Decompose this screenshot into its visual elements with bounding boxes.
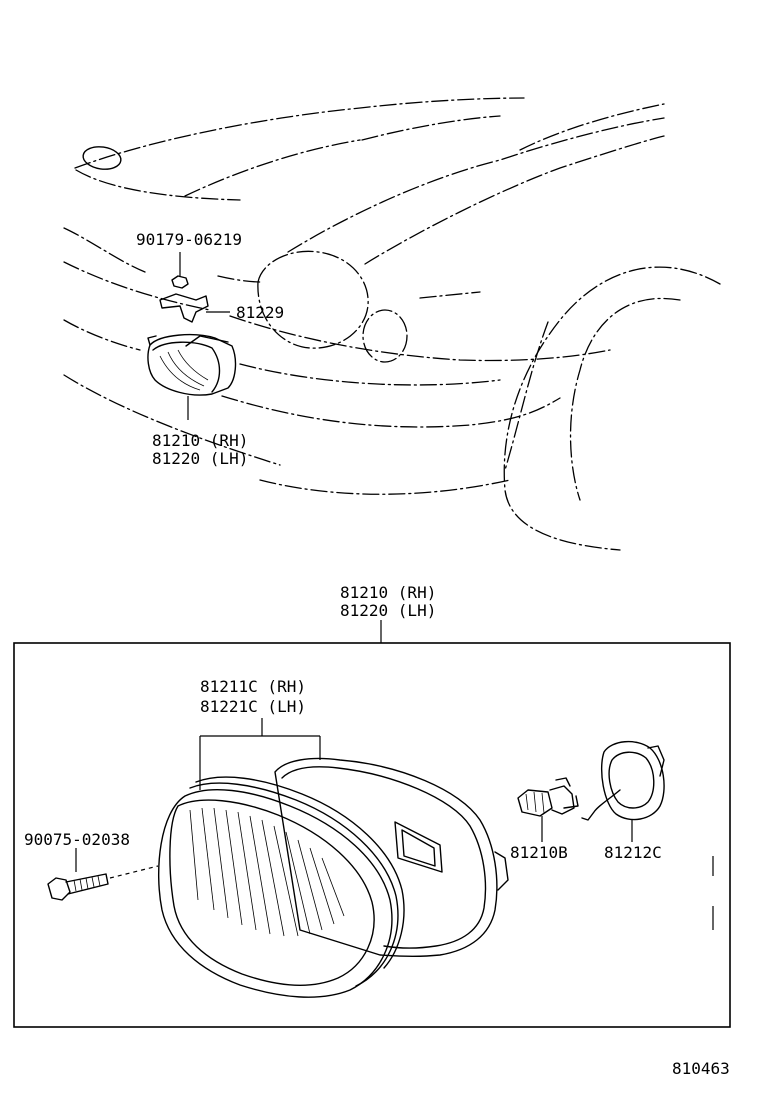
diagram-id: 810463 — [672, 1059, 730, 1078]
nut-and-bracket — [159, 252, 230, 323]
lamp-housing — [274, 757, 509, 958]
label-screw-part: 90075-02038 — [24, 830, 130, 849]
label-nut-part: 90179-06219 — [136, 230, 242, 249]
assembly-frame — [13, 642, 731, 1028]
screw — [47, 848, 159, 901]
label-lamp-rh: 81210 (RH) — [152, 431, 248, 450]
label-bracket-part: 81229 — [236, 303, 284, 322]
car-body-phantom — [63, 97, 721, 551]
socket — [581, 741, 665, 842]
fog-lamp-small — [147, 334, 237, 420]
label-lens-rh: 81211C (RH) — [200, 677, 306, 696]
bulb — [517, 777, 579, 842]
label-lens-lh: 81221C (LH) — [200, 697, 306, 716]
label-socket-part: 81212C — [604, 843, 662, 862]
label-bulb-part: 81210B — [510, 843, 568, 862]
label-assembly-lh: 81220 (LH) — [340, 601, 436, 620]
label-lamp-lh: 81220 (LH) — [152, 449, 248, 468]
lens-leader-bracket — [199, 718, 321, 790]
label-assembly-rh: 81210 (RH) — [340, 583, 436, 602]
lamp-lens — [158, 776, 405, 998]
